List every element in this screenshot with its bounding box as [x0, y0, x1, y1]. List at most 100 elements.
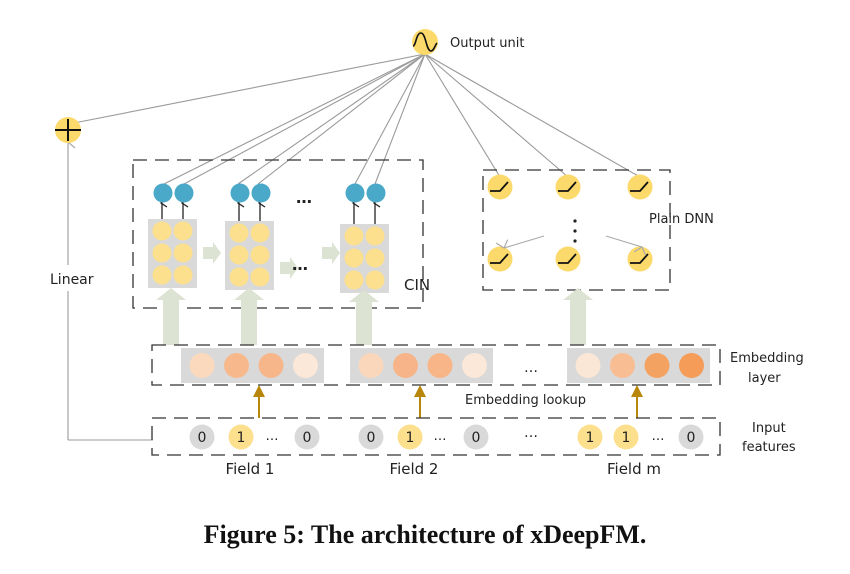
- relu-neuron: [555, 174, 581, 200]
- input-feature-node: [228, 424, 254, 450]
- vdot: [573, 239, 577, 243]
- relu-neuron: [555, 246, 581, 272]
- vdot: [573, 229, 577, 233]
- embedding-lookup-arrows: [253, 385, 643, 418]
- embedding-to-model-arrows: [156, 288, 593, 345]
- cin-output-neuron: [366, 183, 386, 203]
- up-arrow-icon: [156, 288, 186, 345]
- input-ellipsis: …: [266, 429, 279, 444]
- cin-cell: [250, 223, 270, 243]
- cin-cell: [365, 226, 385, 246]
- lookup-arrowhead-icon: [253, 385, 265, 397]
- embedding-unit: [462, 353, 487, 378]
- up-arrow-icon: [234, 288, 264, 345]
- lookup-arrowhead-icon: [414, 385, 426, 397]
- embedding-unit: [189, 353, 215, 378]
- field-label: Field 1: [226, 460, 275, 478]
- cin-cell: [152, 221, 172, 241]
- cin-cell: [152, 265, 172, 285]
- cin-cell: [229, 245, 249, 265]
- input-feature-value: 0: [198, 430, 207, 446]
- input-feature-node: [358, 424, 384, 450]
- cin-ellipsis-top: …: [296, 188, 312, 207]
- cin-cell: [229, 267, 249, 287]
- dnn-arrow-right: [605, 235, 647, 256]
- cin-flow-arrow-icon: [280, 257, 298, 279]
- input-feature-value: 1: [406, 430, 415, 446]
- relu-icon: [558, 253, 577, 264]
- embedding-field: [350, 348, 493, 383]
- input-feature-node: [463, 424, 489, 450]
- neuron: [487, 174, 513, 200]
- input-feature-node: [678, 424, 704, 450]
- figure-caption: Figure 5: The architecture of xDeepFM.: [203, 520, 647, 549]
- cin-cell: [344, 270, 364, 290]
- lookup-arrowhead-icon: [631, 385, 643, 397]
- output-unit-label: Output unit: [450, 36, 524, 51]
- relu-icon: [558, 181, 577, 192]
- cin-output-neuron: [230, 183, 250, 203]
- cin-block: CIN … …: [132, 159, 430, 309]
- embedding-unit: [644, 353, 670, 378]
- embedding-layer: … Embedding layer Embedding lookup: [151, 344, 804, 408]
- embedding-unit: [358, 353, 384, 378]
- input-feature-node: [397, 424, 423, 450]
- embedding-unit: [427, 353, 453, 378]
- input-ellipsis: …: [524, 425, 538, 441]
- cin-cell: [365, 248, 385, 268]
- cin-cell: [173, 265, 193, 285]
- input-ellipsis: …: [434, 429, 447, 444]
- cin-cell: [250, 245, 270, 265]
- cin-flow-arrow-icon: [322, 242, 340, 264]
- neuron: [487, 246, 513, 272]
- relu-icon: [630, 181, 649, 192]
- cin-output-neuron: [251, 183, 271, 203]
- cin-cell: [250, 267, 270, 287]
- neuron: [555, 246, 581, 272]
- input-feature-value: 1: [586, 430, 595, 446]
- input-features-label-2: features: [742, 440, 796, 455]
- cin-cell: [344, 226, 364, 246]
- neuron: [627, 174, 653, 200]
- embedding-unit: [679, 353, 704, 378]
- vdot: [573, 219, 577, 223]
- input-ellipsis: …: [652, 429, 665, 444]
- relu-neuron: [487, 174, 513, 200]
- cin-cell: [365, 270, 385, 290]
- cin-ellipsis-mid: …: [292, 255, 308, 274]
- input-feature-value: 0: [472, 430, 481, 446]
- input-feature-value: 0: [303, 430, 312, 446]
- relu-neuron: [627, 246, 653, 272]
- cin-cell: [229, 223, 249, 243]
- output-unit: Output unit: [412, 29, 524, 55]
- relu-neuron: [627, 174, 653, 200]
- cin-flow-arrow-icon: [203, 242, 221, 264]
- dnn-block: Plain DNN: [482, 169, 714, 291]
- field-labels: Field 1 Field 2 Field m: [226, 460, 661, 478]
- embedding-ellipsis: …: [524, 360, 538, 376]
- dnn-arrow-left: [495, 235, 545, 249]
- input-feature-value: 0: [687, 430, 696, 446]
- cin-label: CIN: [404, 276, 430, 294]
- embedding-layer-label-2: layer: [748, 371, 781, 386]
- neuron: [627, 246, 653, 272]
- field-label: Field 2: [390, 460, 439, 478]
- cin-layer: [148, 183, 197, 288]
- embedding-unit: [575, 353, 601, 378]
- embedding-unit: [393, 353, 418, 378]
- up-arrow-icon: [563, 288, 593, 345]
- plain-dnn-label: Plain DNN: [649, 212, 714, 227]
- relu-icon: [490, 253, 509, 264]
- input-feature-node: [294, 424, 320, 450]
- field-label: Field m: [607, 460, 661, 478]
- embedding-unit: [258, 353, 284, 378]
- cin-output-neuron: [345, 183, 365, 203]
- embedding-layer-label-1: Embedding: [730, 351, 804, 366]
- plus-icon: [55, 119, 81, 141]
- linear-label: Linear: [50, 272, 94, 288]
